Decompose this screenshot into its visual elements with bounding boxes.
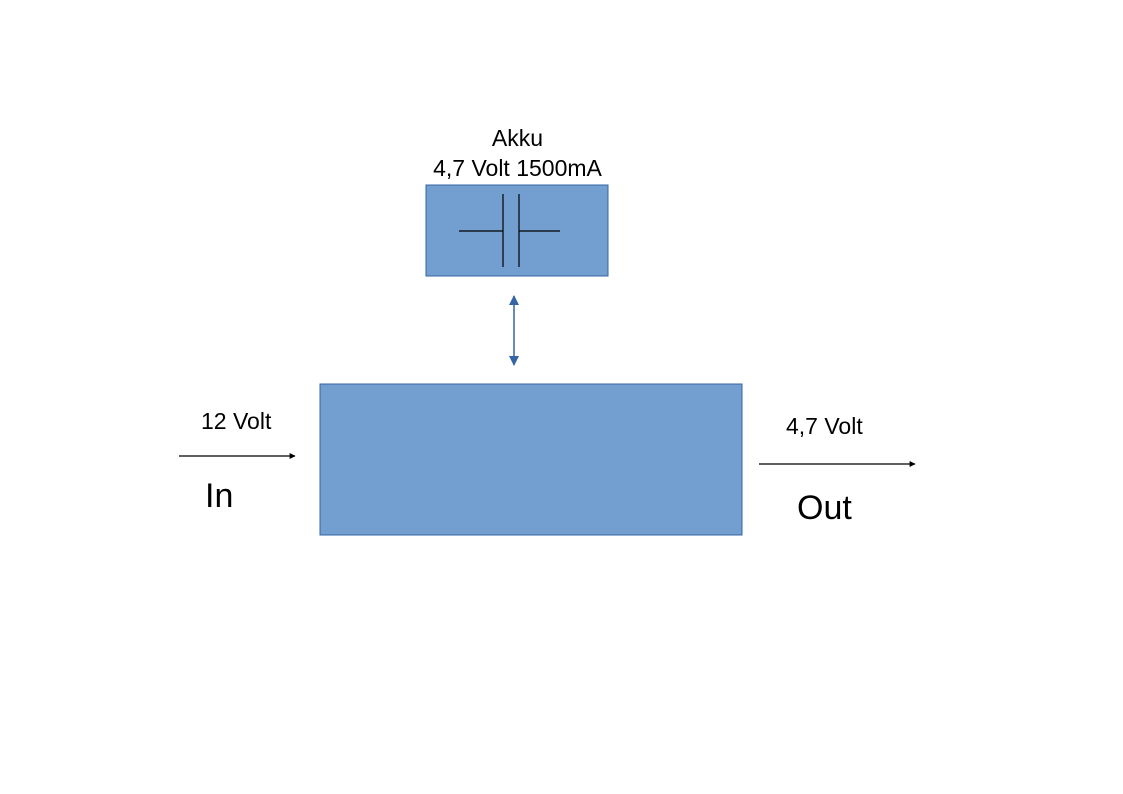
converter-block xyxy=(319,383,743,536)
output-voltage-label: 4,7 Volt xyxy=(786,413,863,439)
battery-cell-icon xyxy=(459,194,560,267)
battery-spec: 4,7 Volt 1500mA xyxy=(433,155,602,181)
input-voltage-label: 12 Volt xyxy=(201,408,272,434)
output-label: Out xyxy=(797,489,852,527)
battery-title: Akku xyxy=(491,125,544,151)
battery-block xyxy=(425,184,609,277)
input-label: In xyxy=(205,477,234,515)
